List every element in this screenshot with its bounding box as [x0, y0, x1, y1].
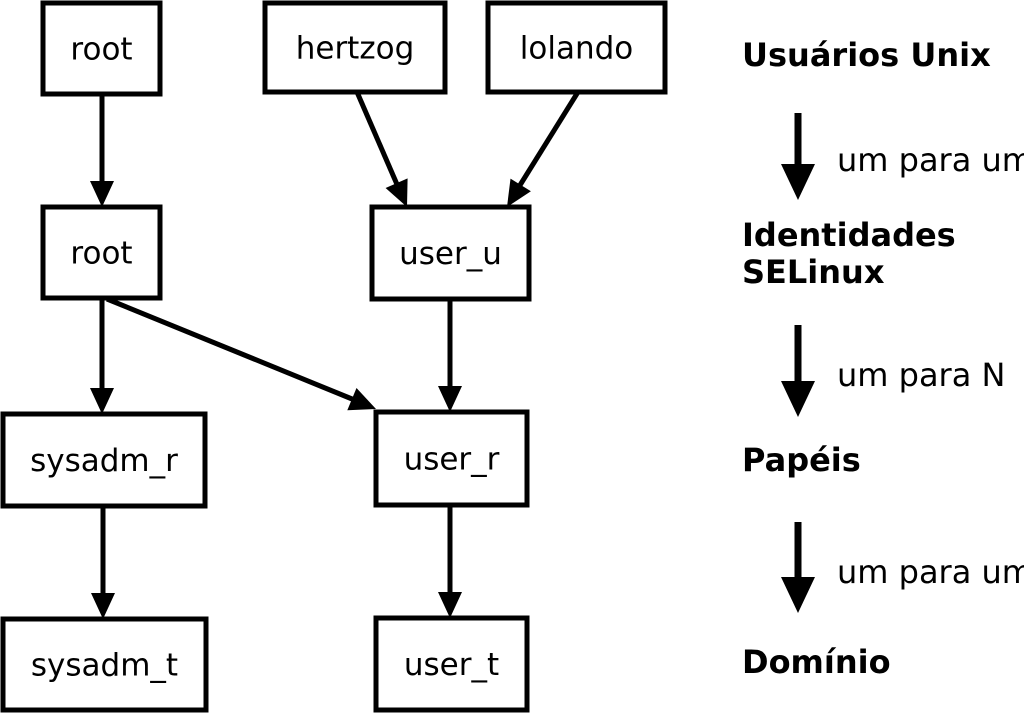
legend-level-unix-users: Usuários Unix [742, 36, 991, 74]
arrowhead-down-icon [438, 592, 462, 618]
edge-line [106, 296, 358, 404]
node-box [262, 0, 448, 95]
node-box [0, 616, 209, 713]
node-label: user_u [399, 236, 502, 272]
node-box [485, 0, 668, 95]
legend-mapping-label-1: um para um [837, 141, 1024, 179]
arrowhead-right-icon [347, 388, 376, 411]
edge-line [354, 91, 402, 190]
edge-lolando-to-user-u [507, 90, 581, 207]
node-box [373, 409, 530, 508]
legend-arrow-one-to-n [781, 325, 815, 417]
legend-level-selinux-identities-line2: SELinux [742, 253, 885, 291]
node-role-user-r: user_r [373, 409, 530, 508]
node-identity-user-u: user_u [369, 204, 532, 302]
legend-mapping-label-2: um para N [837, 356, 1005, 394]
arrowhead-down-icon [781, 164, 815, 200]
arrowhead-down-icon [507, 178, 531, 207]
node-box [40, 0, 163, 97]
legend-arrow-one-to-one-2 [781, 522, 815, 613]
node-domain-sysadm-t: sysadm_t [0, 616, 209, 713]
arrowhead-down-icon [91, 593, 115, 619]
node-label: hertzog [296, 31, 415, 67]
arrowhead-down-icon [781, 577, 815, 613]
node-label: root [70, 32, 132, 68]
node-label: sysadm_t [31, 648, 178, 684]
node-unix-hertzog: hertzog [262, 0, 448, 95]
edge-user-u-to-user-r [438, 299, 462, 412]
node-unix-lolando: lolando [485, 0, 668, 95]
legend-level-selinux-identities-line1: Identidades [742, 216, 956, 254]
node-label: user_r [404, 442, 500, 478]
arrowhead-down-icon [385, 178, 408, 207]
node-label: root [70, 236, 132, 272]
node-role-sysadm-r: sysadm_r [0, 411, 208, 509]
node-label: lolando [520, 31, 633, 67]
edge-sysadm-r-to-sysadm-t [91, 506, 115, 619]
edge-unix-root-to-identity-root [90, 94, 114, 207]
node-box [373, 615, 530, 713]
node-box [40, 204, 163, 301]
edge-user-r-to-user-t [438, 505, 462, 618]
node-unix-root: root [40, 0, 163, 97]
node-domain-user-t: user_t [373, 615, 530, 713]
arrowhead-down-icon [438, 386, 462, 412]
arrowhead-down-icon [781, 381, 815, 417]
legend-level-roles: Papéis [742, 441, 861, 479]
edge-hertzog-to-user-u [354, 91, 408, 207]
edge-identity-root-to-sysadm-r [90, 298, 114, 414]
node-label: user_t [404, 647, 499, 683]
node-identity-root: root [40, 204, 163, 301]
arrowhead-down-icon [90, 181, 114, 207]
legend-arrow-one-to-one-1 [781, 113, 815, 200]
edge-identity-root-to-user-r [106, 296, 376, 411]
arrowhead-down-icon [90, 388, 114, 414]
edge-line [514, 90, 581, 192]
node-label: sysadm_r [30, 443, 178, 479]
legend-level-domain: Domínio [742, 643, 891, 681]
node-box [369, 204, 532, 302]
node-box [0, 411, 208, 509]
legend-mapping-label-3: um para um [837, 553, 1024, 591]
